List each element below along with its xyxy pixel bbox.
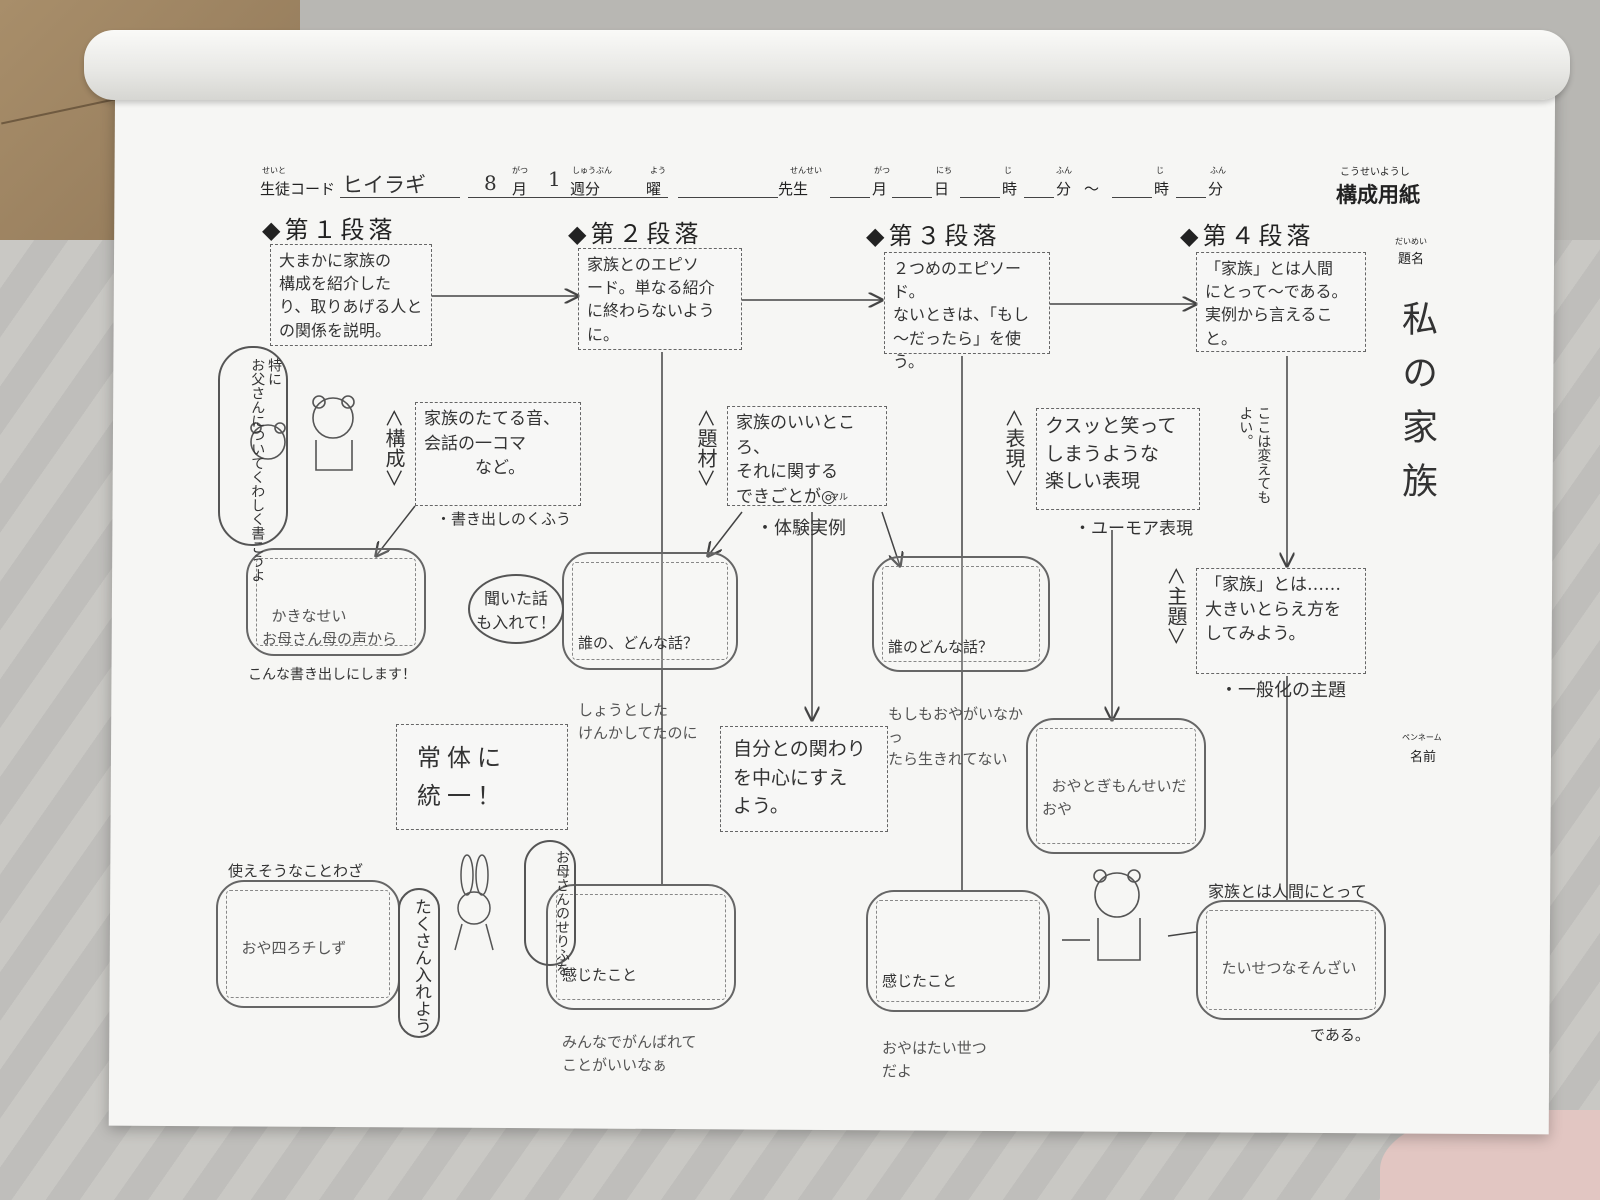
- paragraph-4-box[interactable]: 「家族」とは人間 にとって～である。 実例から言えること。: [1196, 252, 1366, 352]
- material-note: ・体験実例: [756, 518, 846, 539]
- material-ruby: マル: [830, 493, 849, 503]
- family-end: である。: [1310, 1026, 1370, 1044]
- expression-note: ・ユーモア表現: [1074, 519, 1193, 539]
- structure-tag: ＜構成＞: [382, 408, 406, 488]
- title-value[interactable]: 私の家族: [1396, 300, 1437, 516]
- bear-speech: 特に お父さんについてくわしく書こうよ: [218, 346, 288, 582]
- paper-curl: [84, 30, 1570, 100]
- code-label: 生徒コード: [260, 180, 336, 198]
- week-ruby: しゅうぶん: [572, 166, 612, 175]
- month-ruby: がつ: [512, 166, 528, 175]
- start-min: 分: [1056, 180, 1072, 198]
- proverb-cloud[interactable]: おや四ろチしず: [216, 880, 400, 1008]
- self-box[interactable]: 自分との関わり を中心にすえ よう。: [720, 726, 888, 832]
- pen-ruby: ペンネーム: [1402, 733, 1442, 742]
- end-hour-ruby: じ: [1156, 166, 1164, 175]
- start-hour-ruby: じ: [1004, 166, 1012, 175]
- sheet-header: せいと 生徒コード ヒイラギ 8 がつ 月 1 しゅうぶん 週分 よう 曜 せん…: [150, 165, 1430, 210]
- humor-text: おやとぎもんせいだ おや: [1042, 777, 1187, 818]
- family-cloud[interactable]: たいせつなそんざい: [1196, 900, 1386, 1020]
- end-hour-blank: [1112, 197, 1152, 198]
- felt-3-body: おやはたい世つ だよ: [882, 1039, 987, 1080]
- story-2-title: 誰の、どんな話？: [578, 633, 699, 652]
- day-ruby: よう: [650, 166, 666, 175]
- paragraph-2-label: ◆第２段落: [568, 220, 703, 248]
- listen-bubble: 聞いた話 も入れて！: [468, 574, 564, 644]
- rabbit-speech-2: たくさん入れよう: [398, 888, 440, 1038]
- theme-box[interactable]: 「家族」とは…… 大きいとらえ方を してみよう。: [1196, 568, 1366, 674]
- felt-3-cloud[interactable]: 感じたこと おやはたい世つ だよ: [866, 890, 1050, 1080]
- name-label: 名前: [1410, 750, 1437, 765]
- humor-cloud[interactable]: おやとぎもんせいだ おや: [1026, 718, 1206, 854]
- felt-3-title: 感じたこと: [882, 971, 958, 990]
- structure-box[interactable]: 家族のたてる音、 会話の一コマ など。: [415, 402, 581, 506]
- week-label: 週分: [570, 180, 601, 198]
- month-label: 月: [512, 180, 528, 198]
- paragraph-4-label: ◆第４段落: [1180, 222, 1315, 250]
- opening-cloud[interactable]: かきなせい お母さん母の声から: [246, 548, 426, 656]
- side-note: ここは変えても よい。: [1237, 406, 1272, 504]
- date-day-ruby: にち: [936, 166, 952, 175]
- opening-cloud-text: かきなせい お母さん母の声から: [262, 607, 398, 648]
- day-label: 曜: [646, 180, 662, 198]
- code-underline: [340, 197, 460, 198]
- date-day: 日: [934, 180, 950, 198]
- story-3-title: 誰のどんな話？: [888, 637, 994, 656]
- code-ruby: せいと: [262, 166, 286, 175]
- opening-caption: こんな書き出しにします！: [248, 667, 416, 683]
- start-min-ruby: ふん: [1056, 166, 1072, 175]
- family-body: たいせつなそんざい: [1221, 959, 1357, 977]
- date-underline: [468, 197, 668, 198]
- start-hour: 時: [1002, 180, 1018, 198]
- theme-note: ・一般化の主題: [1220, 680, 1346, 701]
- teacher-underline: [678, 197, 778, 198]
- unify-box[interactable]: 常体に 統一！: [396, 724, 568, 830]
- proverb-title: 使えそうなことわざ: [228, 862, 364, 880]
- code-value[interactable]: ヒイラギ: [342, 173, 426, 197]
- title-label: 題名: [1398, 252, 1425, 267]
- teacher-label: 先生: [778, 180, 809, 198]
- expression-tag: ＜表現＞: [1002, 408, 1026, 488]
- paragraph-3-label: ◆第３段落: [866, 222, 1001, 250]
- end-min-ruby: ふん: [1210, 166, 1226, 175]
- end-hour: 時: [1154, 180, 1170, 198]
- paragraph-1-label: ◆第１段落: [262, 216, 397, 244]
- felt-2-title: 感じたこと: [562, 965, 638, 984]
- theme-tag: ＜主題＞: [1164, 566, 1188, 646]
- paragraph-2-box[interactable]: 家族とのエピソ ード。単なる紹介 に終わらないよう に。: [578, 248, 742, 350]
- month-blank: [830, 197, 870, 198]
- story-2-body: しょうとした けんかしてたのに: [578, 701, 698, 742]
- story-3-body: もしもおやがいなかっ たら生きれてない: [888, 705, 1024, 768]
- teacher-ruby: せんせい: [790, 166, 822, 175]
- story-2-cloud[interactable]: 誰の、どんな話？ しょうとした けんかしてたのに: [562, 552, 738, 742]
- family-title: 家族とは人間にとって: [1208, 882, 1367, 901]
- hour-blank: [960, 197, 1000, 198]
- structure-note: ・書き出しのくふう: [436, 510, 572, 528]
- felt-2-cloud[interactable]: 感じたこと みんなでがんばれて ことがいいなぁ: [546, 884, 736, 1074]
- sheet-ruby: こうせいようし: [1340, 167, 1410, 178]
- tilde: ～: [1084, 180, 1100, 198]
- material-box[interactable]: 家族のいいところ、 それに関する できごとが◎: [727, 406, 887, 507]
- paragraph-1-box[interactable]: 大まかに家族の 構成を紹介した り、取りあげる人と の関係を説明。: [270, 244, 432, 346]
- date-month-ruby: がつ: [874, 166, 890, 175]
- week-value[interactable]: 1: [548, 167, 561, 191]
- paragraph-3-box[interactable]: ２つめのエピソード。 ないときは、「もし ～だったら」を使 う。: [884, 252, 1050, 371]
- rabbit-speech-1: お母さんのせりふを: [524, 840, 576, 976]
- end-min: 分: [1208, 180, 1224, 198]
- felt-2-body: みんなでがんばれて ことがいいなぁ: [562, 1033, 697, 1074]
- date-month: 月: [872, 180, 888, 198]
- day-blank: [892, 197, 932, 198]
- material-tag: ＜題材＞: [694, 408, 718, 488]
- proverb-body: おや四ろチしず: [241, 939, 347, 957]
- month-value[interactable]: 8: [484, 171, 497, 195]
- end-min-blank: [1176, 197, 1206, 198]
- sheet-title: 構成用紙: [1336, 183, 1420, 207]
- story-3-cloud[interactable]: 誰のどんな話？ もしもおやがいなかっ たら生きれてない: [872, 556, 1050, 768]
- expression-box[interactable]: クスッと笑って しまうような 楽しい表現: [1036, 408, 1200, 510]
- min-blank: [1024, 197, 1054, 198]
- title-ruby: だいめい: [1395, 237, 1427, 246]
